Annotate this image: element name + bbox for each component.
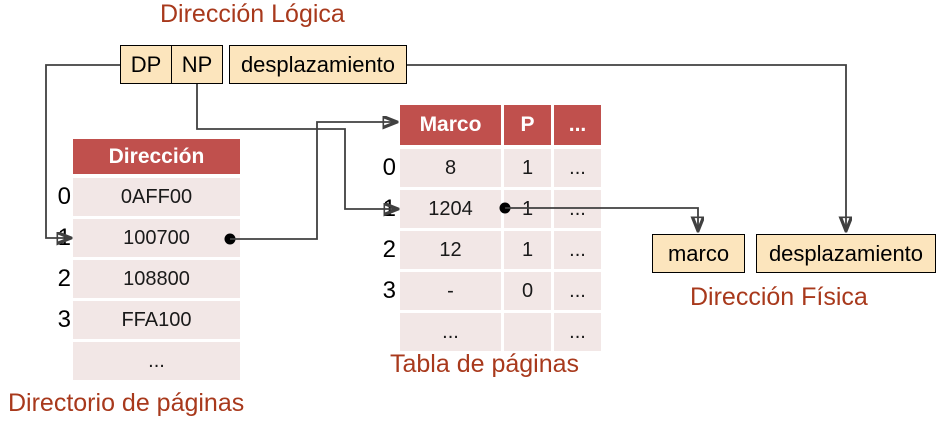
arrow-dp-to-directory	[45, 64, 120, 238]
arrow-desplazamiento-to-physical	[407, 64, 846, 230]
pagetable-cell-4-p	[504, 313, 551, 351]
directory-header-direccion: Dirección	[73, 139, 240, 174]
pagetable-cell-2-p: 1	[504, 231, 551, 269]
pagetable-header-marco: Marco	[400, 105, 501, 145]
pagetable-cell-0-ellipsis: ...	[554, 149, 601, 187]
title-logical-address: Dirección Lógica	[160, 0, 345, 28]
logical-field-np[interactable]: NP	[171, 45, 223, 84]
pagetable-cell-2-ellipsis: ...	[554, 231, 601, 269]
directory-cell-1-0: 100700	[73, 219, 240, 257]
pagetable-cell-3-p: 0	[504, 272, 551, 310]
pagetable-header-ellipsis: ...	[554, 105, 601, 145]
directory-cell-2-0: 108800	[73, 260, 240, 298]
directory-rownum-2: 2	[57, 265, 71, 292]
arrow-pagetable-to-marco	[505, 207, 698, 230]
pagetable-cell-3-ellipsis: ...	[554, 272, 601, 310]
pagetable-cell-2-marco: 12	[400, 231, 501, 269]
pagetable-cell-0-marco: 8	[400, 149, 501, 187]
directory-cell-3-0: FFA100	[73, 301, 240, 339]
pagetable-rownum-2: 2	[382, 236, 396, 263]
physical-field-desplazamiento[interactable]: desplazamiento	[756, 234, 936, 273]
title-physical-address: Dirección Física	[690, 283, 868, 311]
physical-field-marco[interactable]: marco	[652, 234, 745, 273]
arrow-np-to-pagetable-row	[196, 84, 397, 209]
logical-field-desplazamiento[interactable]: desplazamiento	[229, 45, 407, 84]
pagetable-cell-1-marco: 1204	[400, 190, 501, 228]
directory-cell-0-0: 0AFF00	[73, 178, 240, 216]
pagetable-cell-4-ellipsis: ...	[554, 313, 601, 351]
pagetable-rownum-0: 0	[382, 154, 396, 181]
pagetable-header-p: P	[504, 105, 551, 145]
caption-directory-table: Directorio de páginas	[8, 389, 245, 417]
pagetable-cell-4-marco: ...	[400, 313, 501, 351]
pagetable-cell-0-p: 1	[504, 149, 551, 187]
directory-cell-4-0: ...	[73, 342, 240, 380]
directory-rownum-3: 3	[57, 306, 71, 333]
pagetable-cell-3-marco: -	[400, 272, 501, 310]
logical-field-dp[interactable]: DP	[120, 45, 172, 84]
directory-rownum-0: 0	[57, 183, 71, 210]
arrow-directory-to-pagetable	[230, 122, 396, 240]
caption-page-table: Tabla de páginas	[390, 350, 580, 378]
pagetable-rownum-3: 3	[382, 277, 396, 304]
